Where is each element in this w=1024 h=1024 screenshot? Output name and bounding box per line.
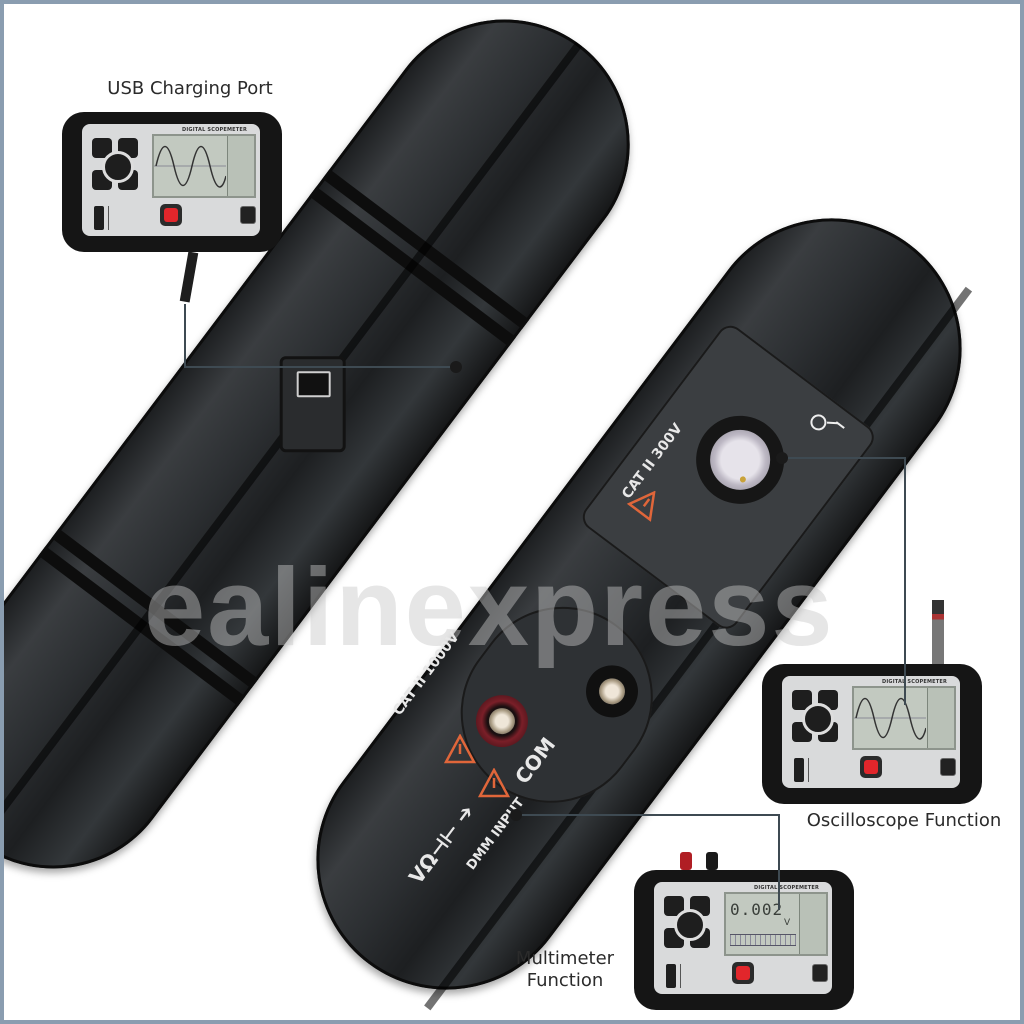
black-test-lead-plug	[706, 852, 718, 870]
watermark: ealinexpress	[144, 546, 835, 669]
oscilloscope-function-label: Oscilloscope Function	[806, 810, 1002, 831]
warning-triangle-icon	[626, 490, 656, 522]
multimeter-reading: 0.002	[730, 900, 784, 919]
scopemeter-thumbnail-multimeter: DIGITAL SCOPEMETER 0.002 V	[634, 870, 854, 1010]
multimeter-leader-line	[516, 814, 780, 816]
oscilloscope-leader-line	[904, 457, 906, 705]
navigation-pad	[664, 896, 712, 948]
function-button	[812, 964, 828, 982]
multimeter-function-label: Multimeter Function	[500, 948, 630, 992]
navigation-pad	[792, 690, 840, 742]
warning-triangle-icon	[478, 768, 510, 798]
function-button	[940, 758, 956, 776]
device-brand-text: DIGITAL SCOPEMETER	[754, 885, 820, 891]
scopemeter-thumbnail-usb: DIGITAL SCOPEMETER	[62, 112, 282, 252]
mode-switch	[666, 964, 676, 988]
usb-callout-dot	[450, 361, 462, 373]
power-button	[860, 756, 882, 778]
mode-switch	[94, 206, 104, 230]
scopemeter-thumbnail-oscilloscope: DIGITAL SCOPEMETER	[762, 664, 982, 804]
oscilloscope-leader-line	[782, 457, 906, 459]
device-brand-text: DIGITAL SCOPEMETER	[882, 679, 948, 685]
mode-switch	[794, 758, 804, 782]
usb-port	[279, 356, 346, 453]
navigation-pad	[92, 138, 140, 190]
scopemeter-front-view: CAT II 300V	[264, 166, 1014, 1020]
usb-leader-line	[184, 366, 456, 368]
image-frame: CAT II 300V ealinexpress CAT II 1000V CO…	[4, 4, 1020, 1020]
usb-charging-port-label: USB Charging Port	[107, 78, 273, 99]
usb-cable	[179, 251, 199, 303]
multimeter-label-line1: Multimeter	[515, 948, 615, 969]
multimeter-label-line2: Function	[526, 970, 604, 991]
oscilloscope-screen	[152, 134, 256, 198]
red-test-lead-plug	[680, 852, 692, 870]
usb-leader-line	[184, 304, 186, 368]
bnc-probe-plug	[932, 600, 944, 670]
bnc-panel: CAT II 300V	[577, 320, 880, 635]
multimeter-unit: V	[784, 918, 791, 928]
multimeter-screen: 0.002 V	[724, 892, 828, 956]
warning-triangle-icon	[444, 734, 476, 764]
device-brand-text: DIGITAL SCOPEMETER	[182, 127, 248, 133]
multimeter-leader-line	[778, 814, 780, 910]
bnc-center-pin	[738, 475, 748, 484]
function-button	[240, 206, 256, 224]
bar-graph	[730, 934, 796, 946]
v-ohm-jack	[465, 684, 539, 758]
product-scene: CAT II 300V ealinexpress CAT II 1000V CO…	[4, 4, 1020, 1020]
usb-socket	[296, 371, 331, 398]
multimeter-callout-dot	[510, 809, 522, 821]
power-button	[160, 204, 182, 226]
oscilloscope-callout-dot	[776, 452, 788, 464]
probe-ground-icon	[810, 414, 845, 431]
power-button	[732, 962, 754, 984]
